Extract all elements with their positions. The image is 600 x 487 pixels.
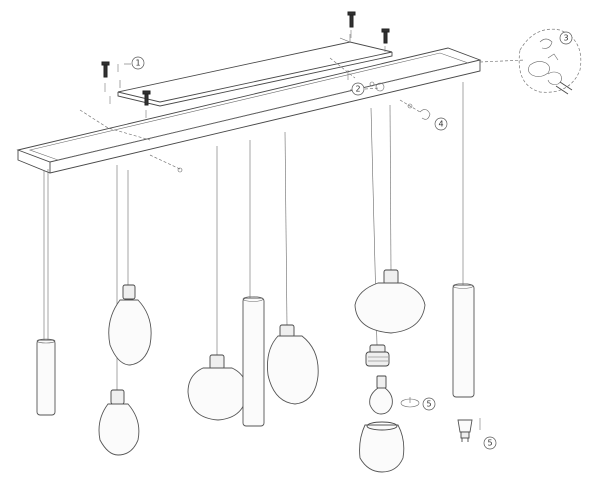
step-callout-1: 1 [124,56,145,70]
cylinder-pendant [36,338,56,416]
ceiling-screw [347,11,356,38]
spot-bulb-icon [457,418,481,442]
hook-part [419,109,431,120]
guide-lines [79,57,526,171]
nut [407,103,413,109]
washer [369,81,375,87]
step-number: 4 [438,120,443,129]
ceiling-screw [142,90,151,118]
step-number: 3 [563,34,568,43]
step-callout-3: 3 [559,31,573,45]
globe-pendant [187,354,248,421]
nut [177,167,183,173]
glass-shade [359,421,405,473]
ceiling-screw [381,28,390,52]
step-number: 5 [487,439,492,448]
teardrop-pendant [108,284,152,366]
teardrop-pendant [98,389,140,456]
ceiling-screw [101,61,110,92]
step-number: 5 [426,400,431,409]
nut [375,82,385,92]
step-callout-5: 5 [422,397,436,411]
cylinder-pendant [242,296,265,427]
step-callout-5: 5 [483,436,497,450]
cylinder-pendant [452,283,475,398]
step-callout-2: 2 [351,82,365,96]
detail-callout [518,28,582,95]
teardrop-pendant [267,324,319,405]
step-number: 1 [135,59,140,68]
exploded-socket [365,344,390,367]
light-bulb-icon [369,375,393,415]
step-callout-4: 4 [434,117,448,131]
step-number: 2 [355,85,360,94]
retaining-ring [400,397,420,408]
canopy-plate [16,47,482,174]
globe-pendant [354,269,426,334]
mounting-bracket [117,34,393,107]
